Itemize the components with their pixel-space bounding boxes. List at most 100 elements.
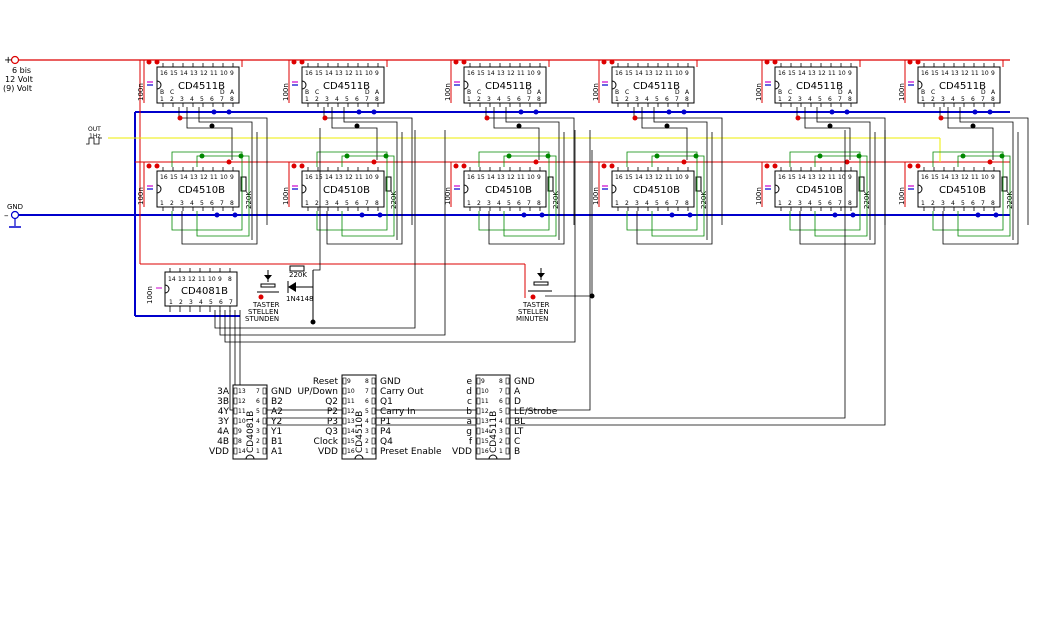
pin-number: 9 [230,70,234,77]
pin-number: 13 [497,174,505,181]
pin-number: 13 [190,174,198,181]
pinout-right-number: 6 [256,398,260,405]
pin-number: 5 [507,200,511,207]
pinout-chip-name: CD4510B [355,411,365,453]
pin-number: 10 [981,70,989,77]
pinout-right-number: 8 [499,378,503,385]
cap-label: 100n [137,187,145,205]
pinout-right-label: A2 [271,407,283,417]
pinout-right-number: 1 [499,448,503,455]
pin-number: 10 [527,70,535,77]
pin-number: 8 [685,96,689,103]
decoder-chip-label: CD4511B [939,81,986,92]
junction-dot [299,163,305,169]
decoder-chip-label: CD4511B [796,81,843,92]
pinout-left-label: 3Y [218,417,230,427]
voltage-line2: 12 Volt [5,75,33,84]
pin-number: 14 [941,174,949,181]
pin-number: 7 [981,96,985,103]
pin-number: 8 [537,96,541,103]
pinout-left-number: 11 [238,408,246,415]
cap-label: 100n [444,187,452,205]
pin-number: 11 [355,70,363,77]
pinout-right-label: GND [271,387,292,397]
cap-label: 100n [444,83,452,101]
pin-number: 3 [325,96,329,103]
pinout-right-number: 3 [365,428,369,435]
pinout-left-number: 9 [347,378,351,385]
chip-notch [917,80,923,90]
pinout-left-number: 14 [238,448,246,455]
pin-number: 2 [170,96,174,103]
pin-number: 3 [941,200,945,207]
pin-number: 13 [335,70,343,77]
pin-number: 7 [365,200,369,207]
junction-dot [772,59,778,65]
pin-function: C [931,89,935,96]
pinout-left-number: 8 [238,438,242,445]
pin-function: D [981,89,986,96]
cap-label: 100n [755,187,763,205]
resistor-icon [1001,176,1008,192]
pin-number: 7 [220,200,224,207]
pin-number: 16 [921,174,929,181]
pin-number: 9 [218,276,222,283]
chip-notch [156,80,162,90]
pinout-left-label: P3 [327,417,338,427]
pin-function: A [685,89,690,96]
pin-number: 10 [365,70,373,77]
pin-number: 5 [200,200,204,207]
pinout-right-number: 7 [256,388,260,395]
pin-number: 10 [208,276,216,283]
pin-number: 10 [838,70,846,77]
pinout-right-number: 1 [365,448,369,455]
pinout-left-number: 10 [347,388,355,395]
resistor-icon [385,176,392,192]
pinout-right-label: LT [514,427,524,437]
pin-function: A [991,89,996,96]
junction-dot [772,163,778,169]
resistor-icon [547,176,554,192]
pin-number: 12 [655,174,663,181]
pinout-chip-name: CD4081B [246,411,256,453]
pin-number: 11 [828,70,836,77]
pin-number: 10 [981,174,989,181]
pinout-right-label: A [514,387,521,397]
pin-number: 5 [961,200,965,207]
pin-number: 4 [335,96,339,103]
pin-number: 16 [921,70,929,77]
pinout-right-label: P1 [380,417,391,427]
chip-notch [463,184,469,194]
pin-number: 5 [200,96,204,103]
junction-dot [154,163,160,169]
pin-number: 11 [665,174,673,181]
diode-label: 1N4148 [286,295,314,303]
pin-number: 9 [230,174,234,181]
pin-number: 14 [325,174,333,181]
pin-function: C [477,89,481,96]
pin-function: B [160,89,164,96]
pin-number: 15 [170,174,178,181]
pin-number: 4 [951,96,955,103]
pin-number: 9 [537,174,541,181]
pinout-left-number: 9 [238,428,242,435]
pin-number: 15 [477,174,485,181]
pin-number: 7 [838,200,842,207]
pinout-left-number: 16 [347,448,355,455]
pinout-right-label: BL [514,417,525,427]
pin-number: 14 [325,70,333,77]
pin-function: A [230,89,235,96]
pin-number: 14 [635,174,643,181]
pinout-right-label: P4 [380,427,391,437]
pin-function: D [365,89,370,96]
pinout-chip-name: CD4511B [489,411,499,453]
junction-dot [764,59,770,65]
pin-number: 16 [305,70,313,77]
pin-number: 16 [467,70,475,77]
junction-dot [907,163,913,169]
pin-number: 15 [315,70,323,77]
